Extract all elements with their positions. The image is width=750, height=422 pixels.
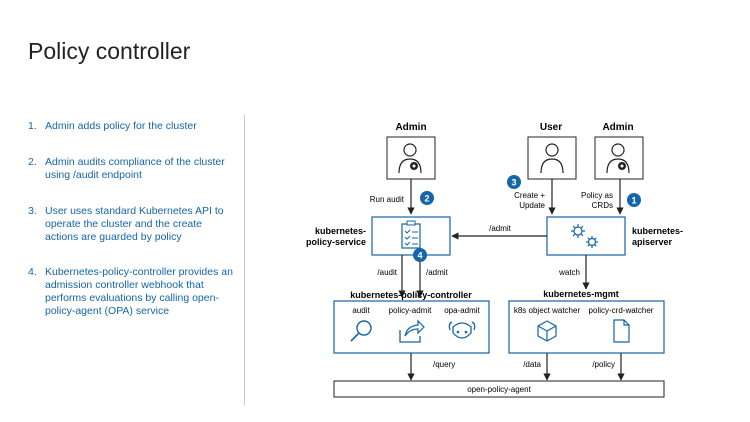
svg-text:3: 3 xyxy=(511,178,516,188)
admin-gear-user-icon xyxy=(606,143,630,174)
policy-crds-label-1: Policy as xyxy=(581,191,613,200)
policy-crds-label-2: CRDs xyxy=(592,201,613,210)
actor-label-user: User xyxy=(540,122,562,133)
page-title: Policy controller xyxy=(28,38,191,64)
step-text: Admin audits compliance of the cluster u… xyxy=(45,156,225,181)
clipboard-checklist-icon xyxy=(401,220,421,249)
apiserver-box xyxy=(546,216,626,256)
mgmt-box xyxy=(508,300,665,354)
sub-item-k8s-watcher: k8s object watcher xyxy=(514,306,581,315)
cube-icon xyxy=(537,320,557,342)
opa-label: open-policy-agent xyxy=(467,385,531,394)
step-number: 4. xyxy=(28,266,37,278)
run-audit-label: Run audit xyxy=(370,195,405,204)
step-number: 3. xyxy=(28,205,37,217)
create-update-label-2: Update xyxy=(519,201,545,210)
policy-service-label-2: policy-service xyxy=(306,237,366,247)
query-arrow-label: /query xyxy=(433,360,455,369)
document-icon xyxy=(613,319,630,343)
admin-gear-user-icon xyxy=(398,143,422,174)
svg-text:1: 1 xyxy=(631,196,636,206)
user-actor xyxy=(527,136,577,180)
opa-viking-icon xyxy=(448,321,476,339)
step-badge-2: 2 xyxy=(420,191,434,205)
vertical-divider xyxy=(244,115,245,405)
policy-service-label-1: kubernetes- xyxy=(315,226,366,236)
gears-icon xyxy=(571,224,598,248)
policy-arrow-label: /policy xyxy=(592,360,615,369)
share-arrow-icon xyxy=(399,319,425,343)
step-badge-3: 3 xyxy=(507,175,521,189)
apiserver-label-1: kubernetes- xyxy=(632,226,683,236)
step-number: 1. xyxy=(28,120,37,132)
sub-item-crd-watcher: policy-crd-watcher xyxy=(589,306,654,315)
svg-text:4: 4 xyxy=(417,251,422,261)
step-text: Kubernetes-policy-controller provides an… xyxy=(45,266,233,317)
audit-arrow-label: /audit xyxy=(377,268,397,277)
step-badge-1: 1 xyxy=(627,193,641,207)
sub-item-policy-admit: policy-admit xyxy=(389,306,432,315)
svg-text:2: 2 xyxy=(424,194,429,204)
admit-arrow-label: /admit xyxy=(426,268,449,277)
sub-item-opa-admit: opa-admit xyxy=(444,306,480,315)
policy-controller-title: kubernetes-policy-controller xyxy=(350,290,472,300)
policy-service-box xyxy=(371,216,451,256)
mgmt-title: kubernetes-mgmt xyxy=(543,289,619,299)
admin-actor-left xyxy=(386,136,436,180)
data-arrow-label: /data xyxy=(523,360,541,369)
user-icon xyxy=(540,143,564,174)
admin-actor-right xyxy=(594,136,644,180)
apiserver-label-2: apiserver xyxy=(632,237,673,247)
step-number: 2. xyxy=(28,156,37,168)
watch-arrow-label: watch xyxy=(558,268,580,277)
actor-label-admin-right: Admin xyxy=(602,122,633,133)
actor-label-admin-left: Admin xyxy=(395,122,426,133)
step-badge-4: 4 xyxy=(413,248,427,262)
step-text: User uses standard Kubernetes API to ope… xyxy=(45,205,224,243)
sub-item-audit: audit xyxy=(352,306,370,315)
create-update-label-1: Create + xyxy=(514,191,545,200)
step-text: Admin adds policy for the cluster xyxy=(45,120,197,132)
admit-webhook-label: /admit xyxy=(489,224,512,233)
opa-box xyxy=(333,380,665,398)
magnifier-icon xyxy=(350,320,372,342)
